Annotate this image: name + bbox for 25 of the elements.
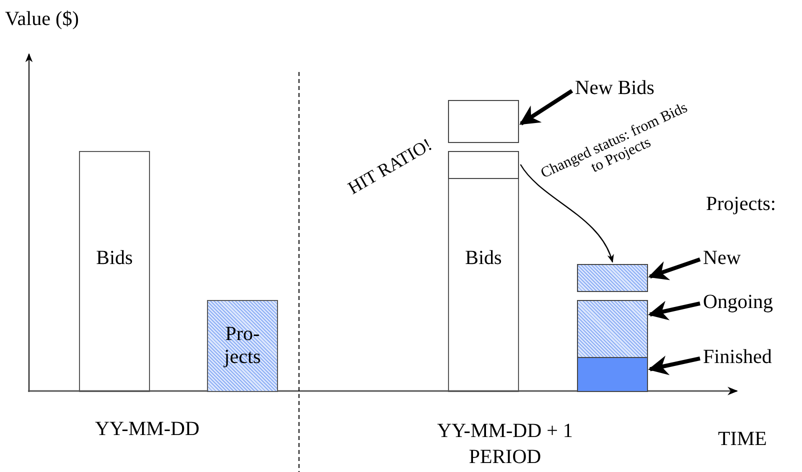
bar-segment	[448, 100, 519, 143]
bar-segment	[577, 300, 648, 358]
arrow	[648, 258, 701, 280]
bar-label: Bids	[95, 247, 134, 270]
date-label: YY-MM-DD + 1 PERIOD	[436, 419, 574, 470]
date-label: YY-MM-DD	[95, 418, 200, 441]
axis-title: Value ($)	[5, 8, 79, 31]
arrow	[520, 164, 614, 263]
bar-label: Bids	[464, 247, 503, 270]
bar-segment	[577, 264, 648, 292]
bar	[207, 300, 278, 392]
arrow	[648, 356, 700, 376]
bar-segment	[577, 357, 648, 392]
legend-heading: Projects:	[706, 193, 776, 216]
arrow	[519, 89, 574, 126]
bar	[448, 151, 519, 392]
bar-label: Pro- jects	[222, 323, 262, 369]
callout-text: New	[703, 244, 753, 272]
bar	[79, 151, 150, 392]
arrow	[648, 300, 700, 320]
axis-title: TIME	[718, 428, 767, 451]
callout-text: Ongoing	[703, 288, 798, 316]
callout-text: Finished	[703, 343, 798, 371]
bar-segment	[448, 150, 518, 178]
callout-text: New Bids	[575, 74, 685, 102]
